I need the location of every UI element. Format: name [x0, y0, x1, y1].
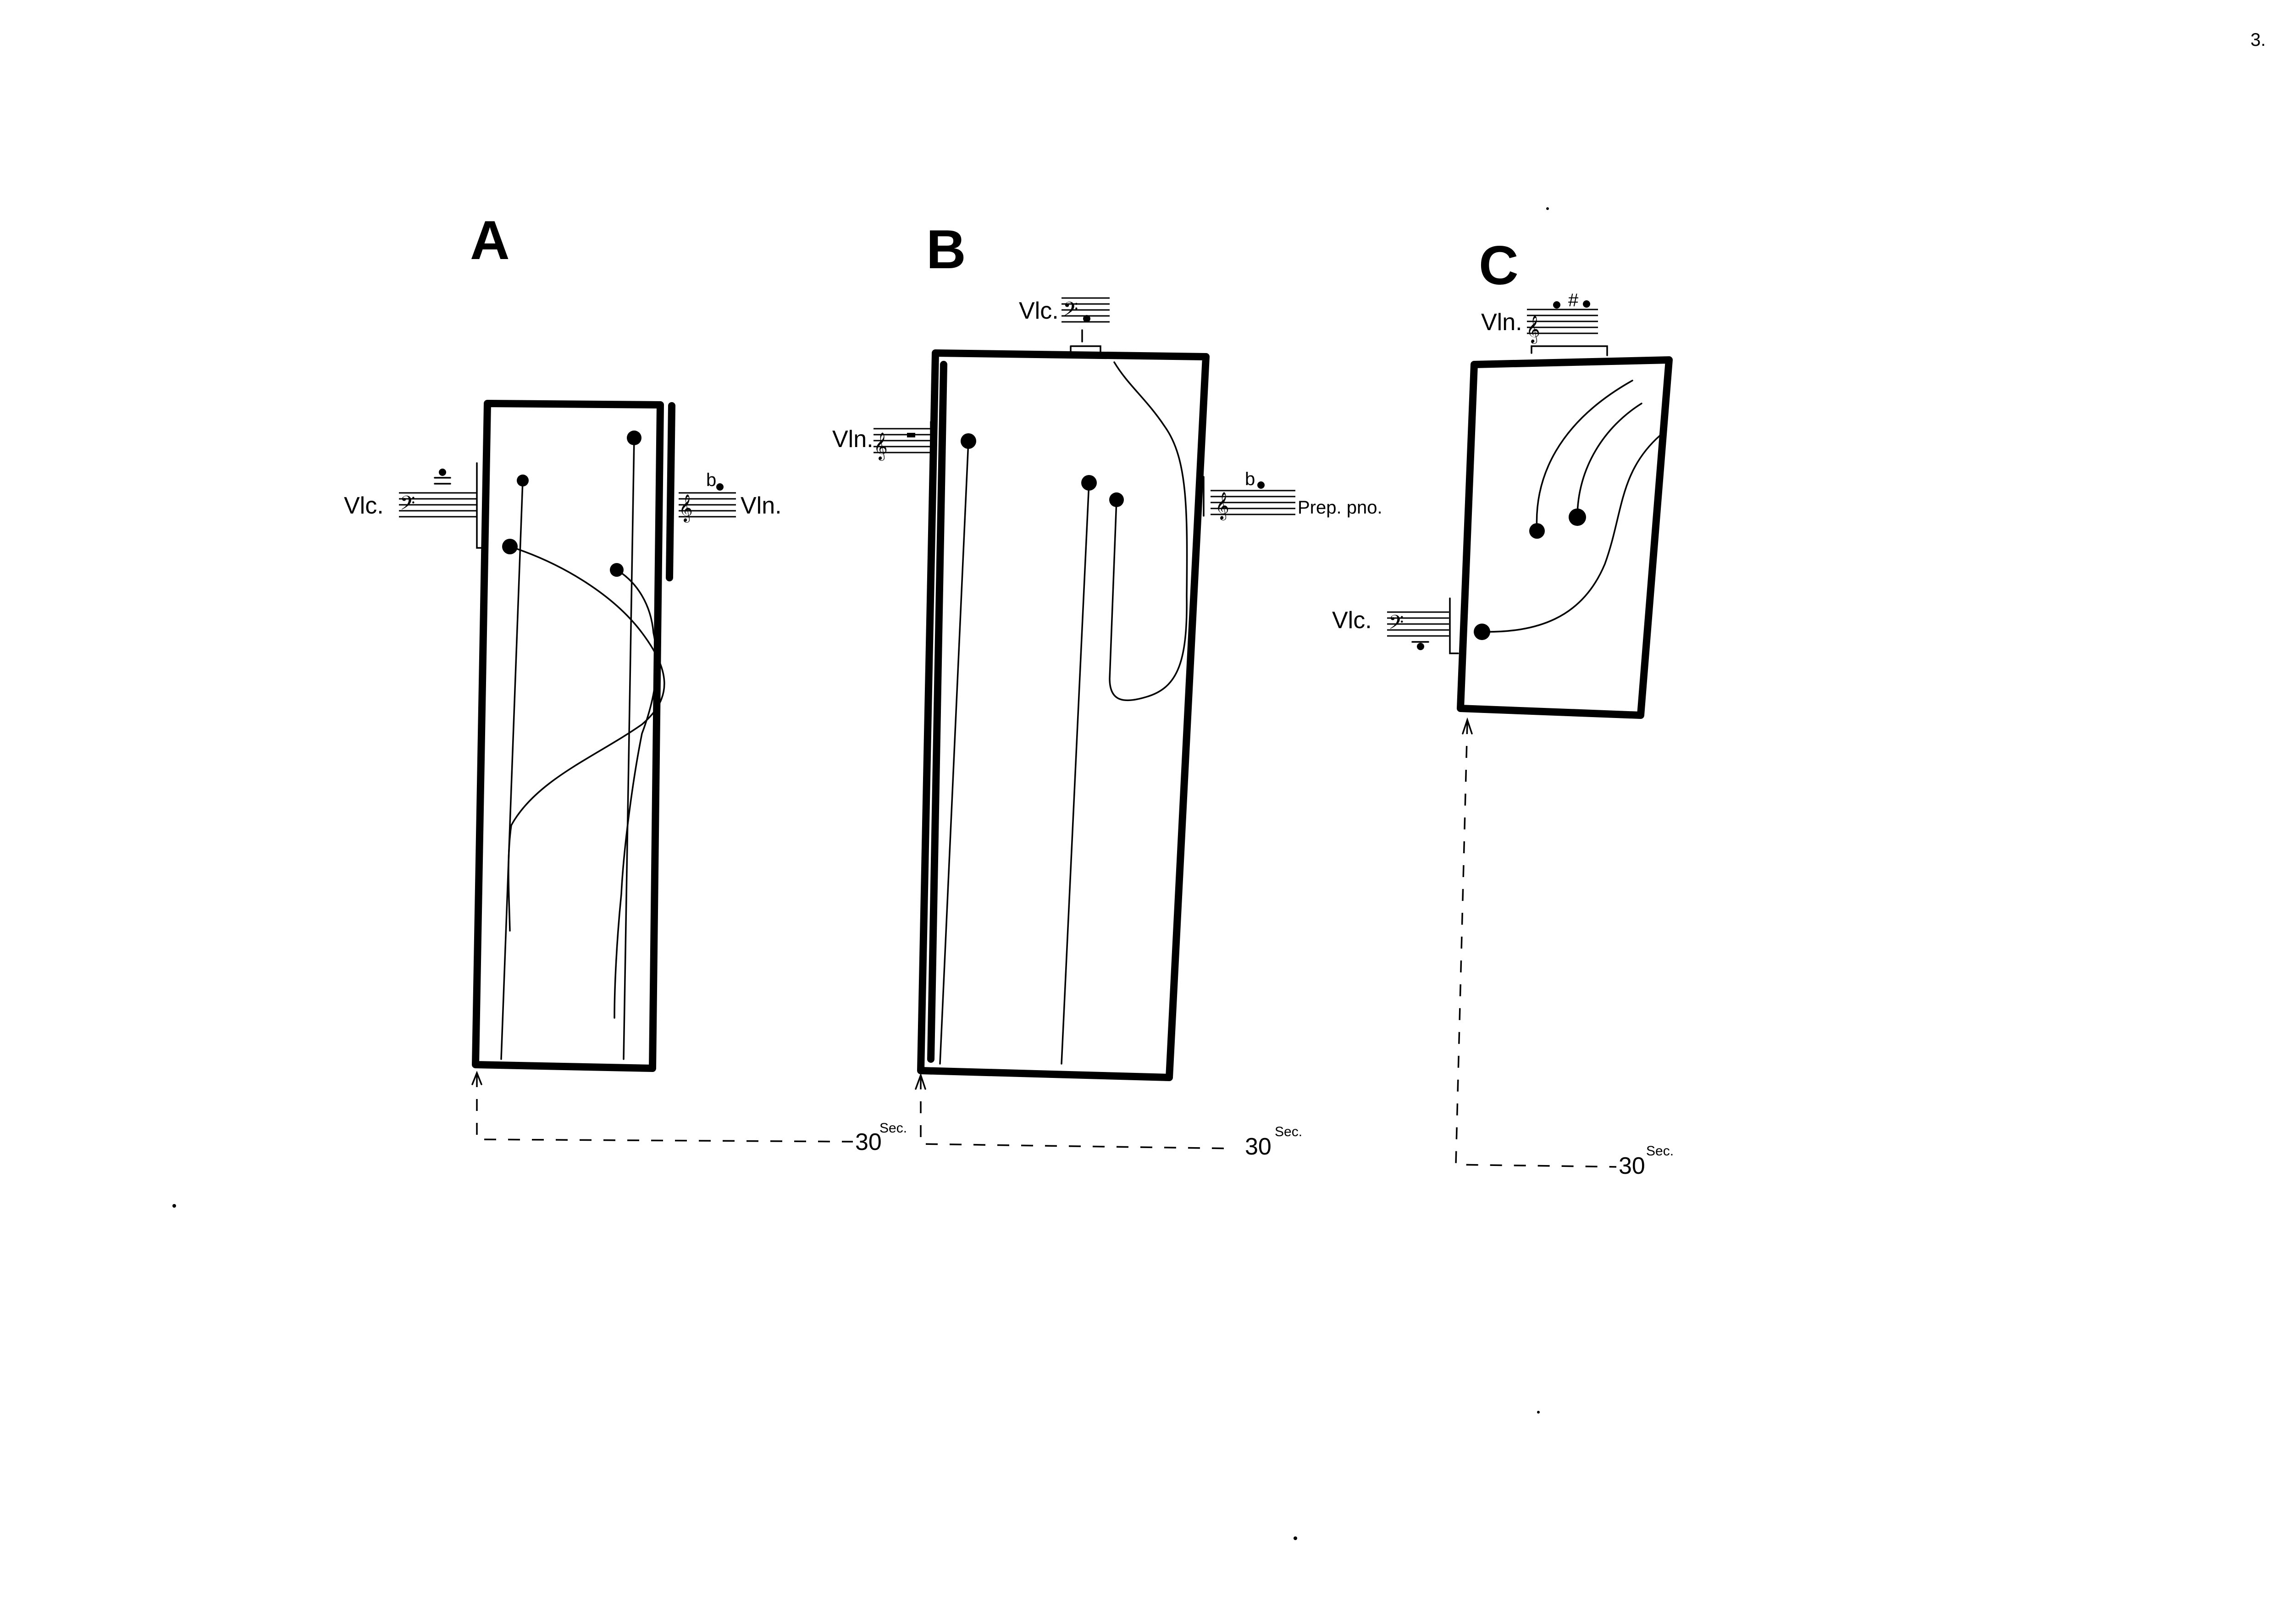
section-a-letter: A — [470, 210, 510, 271]
section-b-flat-icon: b — [1245, 469, 1255, 489]
section-b-left-bar — [927, 361, 947, 1063]
speck — [1546, 207, 1549, 210]
speck — [172, 1204, 176, 1208]
section-b-vln-staff: Vln. 𝄞 — [832, 421, 932, 462]
section-b-bass-clef-icon: 𝄢 — [1063, 298, 1078, 325]
section-b-vlc-staff: Vlc. 𝄢 — [1019, 297, 1110, 354]
section-c-frame — [1457, 356, 1673, 719]
section-a-vln-label: Vln. — [741, 492, 782, 519]
speck — [1537, 1411, 1540, 1414]
section-b-treble-clef-icon: 𝄞 — [1215, 492, 1229, 520]
section-a-flat-icon: b — [706, 470, 716, 490]
section-a-frame — [472, 400, 664, 1072]
section-c-treble-clef-icon: 𝄞 — [1526, 315, 1540, 344]
section-b-duration-unit: Sec. — [1275, 1124, 1302, 1139]
section-c-vln-staff: Vln. 𝄞 # — [1481, 290, 1608, 356]
section-b-prep-pno-staff: 𝄞 b Prep. pno. — [1203, 469, 1382, 520]
section-b-prep-pno-label: Prep. pno. — [1298, 497, 1382, 518]
section-a-duration-value: 30 — [855, 1129, 882, 1155]
section-c-vln-label: Vln. — [1481, 309, 1522, 336]
section-b: B Vlc. 𝄢 Vln. 𝄞 — [832, 219, 1382, 1160]
page-number: 3. — [2250, 30, 2266, 50]
section-c-duration-value: 30 — [1619, 1153, 1645, 1179]
section-b-vlc-label: Vlc. — [1019, 298, 1059, 324]
section-c-sharp-icon: # — [1568, 290, 1579, 310]
section-b-letter: B — [926, 219, 966, 280]
section-b-treble-clef-icon: 𝄞 — [874, 432, 888, 461]
section-a-bass-clef-icon: 𝄢 — [400, 492, 415, 519]
section-c: C Vln. 𝄞 # Vlc. 𝄢 — [1332, 235, 1674, 1179]
section-a-right-bar — [666, 402, 675, 581]
section-c-time-arrow-icon — [1462, 717, 1473, 735]
section-c-duration-unit: Sec. — [1646, 1143, 1674, 1159]
section-b-vln-label: Vln. — [832, 426, 874, 453]
section-b-time-arrow-icon — [915, 1072, 926, 1090]
section-a-treble-clef-icon: 𝄞 — [679, 494, 693, 523]
section-c-vlc-label: Vlc. — [1332, 607, 1372, 634]
section-c-vlc-staff: Vlc. 𝄢 — [1332, 597, 1459, 654]
section-c-bass-clef-icon: 𝄢 — [1388, 612, 1404, 638]
section-a-vlc-staff: Vlc. 𝄢 — [344, 462, 486, 549]
section-c-letter: C — [1479, 235, 1519, 296]
section-a: A Vlc. 𝄢 𝄞 b Vln. — [344, 210, 907, 1155]
section-a-vln-staff: 𝄞 b Vln. — [679, 470, 782, 523]
section-b-frame — [917, 349, 1210, 1081]
section-a-time-arrow-icon — [471, 1071, 482, 1085]
section-a-vlc-label: Vlc. — [344, 492, 384, 519]
section-a-duration-unit: Sec. — [879, 1121, 907, 1136]
speck — [1294, 1536, 1297, 1540]
section-b-duration-value: 30 — [1245, 1133, 1272, 1160]
